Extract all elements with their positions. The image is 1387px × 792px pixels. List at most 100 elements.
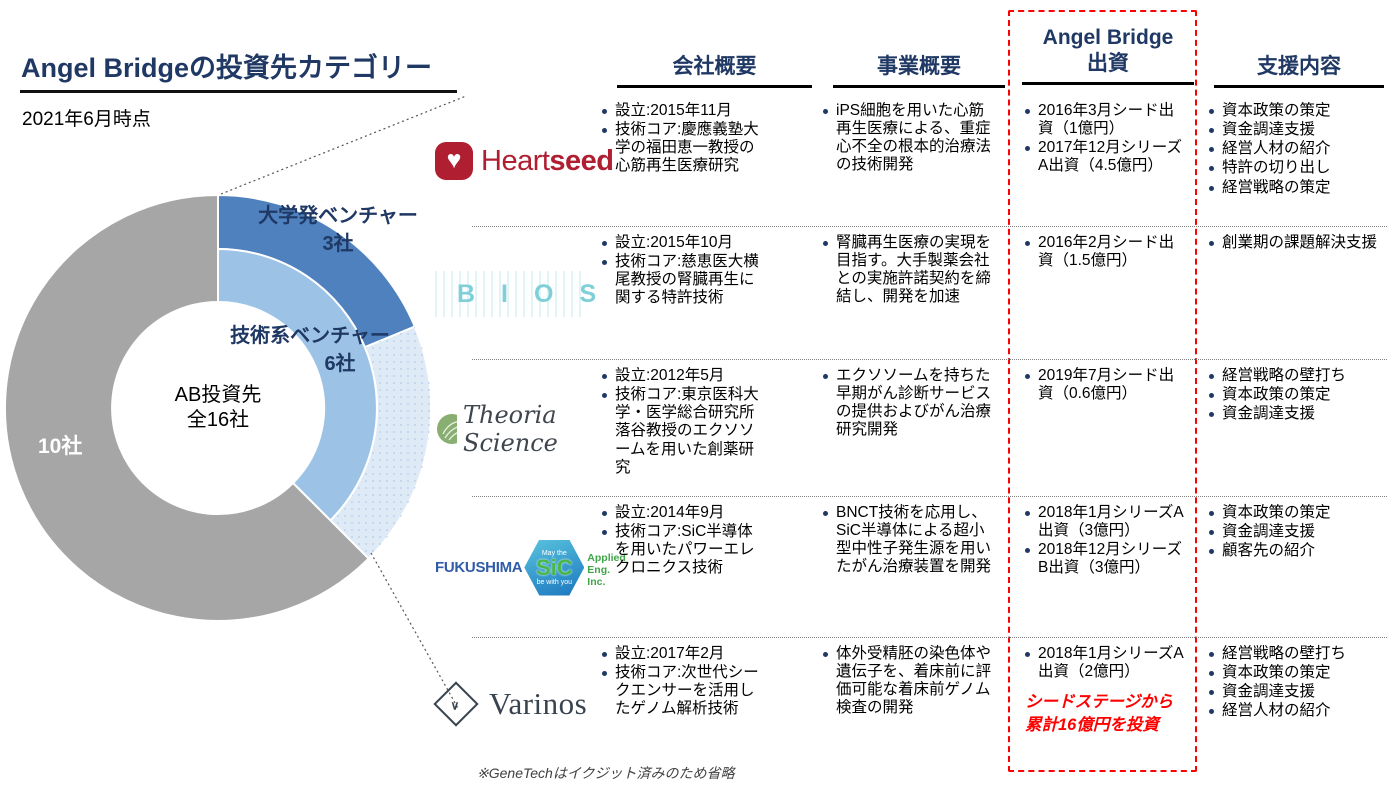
label-university-line1: 大学発ベンチャー: [258, 205, 418, 227]
bullet-item: 経営人材の紹介: [1209, 702, 1381, 720]
bullet-item: 経営戦略の壁打ち: [1209, 645, 1381, 663]
page-title: Angel Bridgeの投資先カテゴリー: [21, 53, 433, 83]
bullet-item: 設立:2012年5月: [602, 367, 765, 385]
theoria-logo: Theoria Science: [430, 360, 590, 497]
bullet-item: 体外受精胚の染色体や遺伝子を、着床前に評価可能な着床前ゲノム検査の開発: [823, 645, 996, 718]
title-underline: [20, 90, 457, 93]
header-business-overview: 事業概要: [833, 54, 1005, 88]
investment-cell: 2018年1月シリーズA出資（2億円） シードステージから累計16億円を投資: [1010, 638, 1207, 770]
header-investment-line2: 出資: [1087, 52, 1129, 75]
business-overview-cell: エクソソームを持ちた早期がん診断サービスの提供およびがん治療研究開発: [815, 360, 1010, 497]
header-company-overview: 会社概要: [617, 54, 812, 88]
bullet-item: 2019年7月シード出資（0.6億円）: [1025, 367, 1189, 403]
bullet-item: 資金調達支援: [1209, 121, 1381, 139]
label-tech-ventures: 技術系ベンチャー 6社: [220, 322, 400, 378]
applied-eng-label: Applied Eng. Inc.: [587, 551, 626, 588]
sic-hexagon-icon: May the SiC be with you: [524, 539, 585, 596]
row-separator: [472, 226, 1387, 227]
label-tech-line1: 技術系ベンチャー: [230, 325, 390, 347]
company-overview-cell: 設立:2017年2月技術コア:次世代シークエンサーを活用したゲノム解析技術: [590, 638, 815, 770]
investment-highlight-box: [1008, 10, 1197, 772]
investment-cell: 2016年2月シード出資（1.5億円）: [1010, 227, 1207, 360]
investment-cell: 2019年7月シード出資（0.6億円）: [1010, 360, 1207, 497]
label-university-ventures: 大学発ベンチャー 3社: [243, 202, 433, 258]
bullet-item: 腎臓再生医療の実現を目指す。大手製薬会社との実施許諾契約を締結し、開発を加速: [823, 234, 996, 307]
bullet-item: 経営戦略の策定: [1209, 179, 1381, 197]
bullet-item: 設立:2015年10月: [602, 234, 765, 252]
varinos-wordmark: Varinos: [489, 686, 588, 721]
bullet-item: 資本政策の策定: [1209, 102, 1381, 120]
donut-chart: [4, 193, 432, 622]
bullet-item: 2016年2月シード出資（1.5億円）: [1025, 234, 1189, 270]
table-row-heartseed: ♥ Heartseed 設立:2015年11月技術コア:慶應義塾大学の福田恵一教…: [430, 95, 1387, 227]
table-row-theoria: Theoria Science 設立:2012年5月技術コア:東京医科大学・医学…: [430, 360, 1387, 497]
bios-logo: BIOS: [430, 227, 596, 360]
table-row-varinos: ∨ Varinos 設立:2017年2月技術コア:次世代シークエンサーを活用した…: [430, 638, 1387, 770]
row-separator: [472, 359, 1387, 360]
label-center-line2: 全16社: [186, 409, 250, 431]
heartseed-wordmark: Heartseed: [481, 144, 614, 177]
bullet-item: 設立:2014年9月: [602, 504, 765, 522]
investment-list: 2018年1月シリーズA出資（2億円）: [1025, 645, 1189, 681]
sic-tagline-bottom: be with you: [536, 578, 572, 586]
row-separator: [472, 496, 1387, 497]
header-investment-line1: Angel Bridge: [1042, 26, 1174, 49]
heartseed-heart-icon: ♥: [435, 142, 473, 180]
sic-tagline-top: May the: [541, 549, 567, 557]
bullet-item: 経営戦略の壁打ち: [1209, 367, 1381, 385]
bullet-item: 2018年1月シリーズA出資（2億円）: [1025, 645, 1189, 681]
bullet-item: 技術コア:次世代シークエンサーを活用したゲノム解析技術: [602, 664, 765, 718]
bullet-item: 資金調達支援: [1209, 523, 1381, 541]
bullet-item: 資本政策の策定: [1209, 504, 1381, 522]
bullet-item: 資金調達支援: [1209, 683, 1381, 701]
bullet-item: 技術コア:東京医科大学・医学総合研究所落谷教授のエクソソームを用いた創薬研究: [602, 386, 765, 477]
investment-cell: 2016年3月シード出資（1億円）2017年12月シリーズA出資（4.5億円）: [1010, 95, 1207, 227]
support-cell: 創業期の課題解決支援: [1207, 227, 1387, 360]
heartseed-logo: ♥ Heartseed: [430, 95, 614, 227]
cumulative-investment-note: シードステージから累計16億円を投資: [1025, 693, 1174, 734]
bullet-item: 特許の切り出し: [1209, 159, 1381, 177]
row-separator: [472, 637, 1387, 638]
bullet-item: エクソソームを持ちた早期がん診断サービスの提供およびがん治療研究開発: [823, 367, 996, 440]
table-row-fukushima-sic: FUKUSHIMA May the SiC be with you Applie…: [430, 497, 1387, 638]
bios-wordmark: BIOS: [435, 270, 596, 317]
business-overview-cell: 体外受精胚の染色体や遺伝子を、着床前に評価可能な着床前ゲノム検査の開発: [815, 638, 1010, 770]
header-support-content: 支援内容: [1214, 54, 1384, 88]
bullet-item: 経営人材の紹介: [1209, 140, 1381, 158]
fukushima-wordmark: FUKUSHIMA: [435, 559, 523, 576]
bullet-item: 技術コア:SiC半導体を用いたパワーエレクロニクス技術: [602, 523, 765, 577]
label-university-count: 3社: [322, 233, 354, 255]
theoria-green-circle-icon: [437, 413, 458, 444]
business-overview-cell: 腎臓再生医療の実現を目指す。大手製薬会社との実施許諾契約を締結し、開発を加速: [815, 227, 1010, 360]
theoria-wordmark: Theoria Science: [463, 400, 558, 457]
label-chart-center: AB投資先 全16社: [130, 383, 306, 433]
varinos-diamond-icon: ∨: [433, 681, 479, 727]
business-overview-cell: BNCT技術を応用し、SiC半導体による超小型中性子発生源を用いたがん治療装置を…: [815, 497, 1010, 638]
bullet-item: 2016年3月シード出資（1億円）: [1025, 102, 1189, 138]
as-of-date: 2021年6月時点: [22, 109, 151, 130]
bullet-item: BNCT技術を応用し、SiC半導体による超小型中性子発生源を用いたがん治療装置を…: [823, 504, 996, 577]
fukushima-sic-logo: FUKUSHIMA May the SiC be with you Applie…: [430, 497, 626, 638]
bullet-item: iPS細胞を用いた心筋再生医療による、重症心不全の根本的治療法の技術開発: [823, 102, 996, 175]
bullet-item: 資本政策の策定: [1209, 664, 1381, 682]
bullet-item: 資本政策の策定: [1209, 386, 1381, 404]
bullet-item: 創業期の課題解決支援: [1209, 234, 1381, 252]
varinos-logo: ∨ Varinos: [430, 638, 590, 770]
bullet-item: 設立:2015年11月: [602, 102, 765, 120]
company-overview-cell: 設立:2015年10月技術コア:慈恵医大横尾教授の腎臓再生に関する特許技術: [590, 227, 815, 360]
bullet-item: 顧客先の紹介: [1209, 542, 1381, 560]
company-overview-cell: 設立:2015年11月技術コア:慶應義塾大学の福田恵一教授の心筋再生医療研究: [590, 95, 815, 227]
bullet-item: 設立:2017年2月: [602, 645, 765, 663]
company-overview-cell: 設立:2012年5月技術コア:東京医科大学・医学総合研究所落谷教授のエクソソーム…: [590, 360, 815, 497]
investment-cell: 2018年1月シリーズA出資（3億円）2018年12月シリーズB出資（3億円）: [1010, 497, 1207, 638]
bullet-item: 2017年12月シリーズA出資（4.5億円）: [1025, 139, 1189, 175]
sic-wordmark: SiC: [535, 554, 573, 580]
label-center-line1: AB投資先: [174, 384, 262, 406]
header-angel-bridge-investment: Angel Bridge 出資: [1022, 25, 1194, 85]
label-other-count: 10社: [38, 435, 83, 458]
support-cell: 経営戦略の壁打ち資本政策の策定資金調達支援: [1207, 360, 1387, 497]
bullet-item: 2018年12月シリーズB出資（3億円）: [1025, 541, 1189, 577]
business-overview-cell: iPS細胞を用いた心筋再生医療による、重症心不全の根本的治療法の技術開発: [815, 95, 1010, 227]
label-tech-count: 6社: [324, 353, 356, 375]
